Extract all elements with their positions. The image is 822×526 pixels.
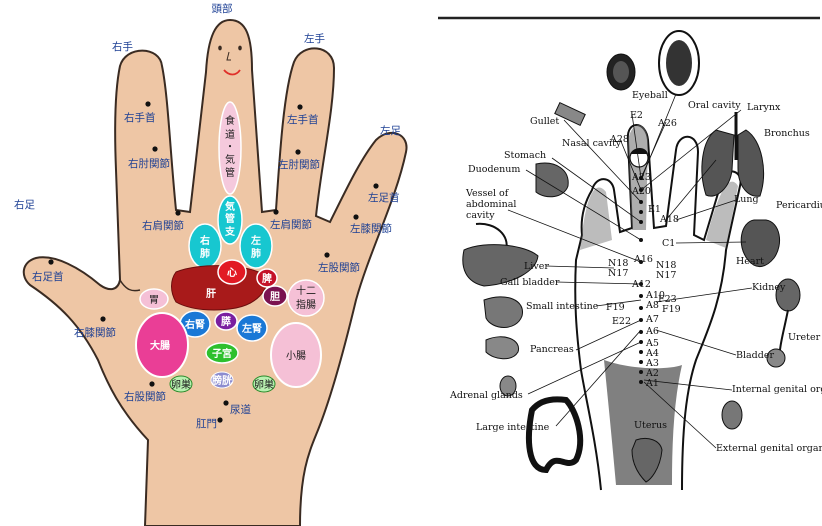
right-wrist-label: 右手首 [124,111,156,124]
internal-genital-label: Internal genital organs [732,384,822,395]
eye-icon [238,46,242,51]
svg-text:胆: 胆 [270,291,280,303]
svg-text:指腸: 指腸 [296,298,316,311]
right-elbow-label: 右肘関節 [128,157,170,170]
bladder-label: Bladder [736,350,774,361]
svg-text:左: 左 [250,234,261,247]
svg-text:cavity: cavity [466,210,495,221]
internal-genital-icon [722,401,742,429]
english-hand-reflexology-diagram: Eyeball Oral cavity Larynx Bronchus Lung… [436,0,822,526]
hand-illustration: 頭部 右手 左手 右足 左足 右手首 左手首 右肘関節 左肘関節 右肩関節 左肩… [0,0,420,526]
left-elbow-label: 左肘関節 [278,158,320,171]
gall-bladder-label: Gall bladder [500,277,560,288]
small-intestine-label: Small intestine [526,301,599,312]
lung-label: Lung [734,194,759,205]
svg-text:支: 支 [224,225,236,238]
svg-text:管: 管 [225,212,235,225]
code-a1: A1 [645,378,659,389]
gullet-label: Gullet [530,116,559,127]
svg-text:子宮: 子宮 [212,347,232,360]
svg-text:気: 気 [225,153,235,166]
left-shoulder-label: 左肩関節 [270,218,312,231]
urethra-label: 尿道 [230,403,251,416]
left-hip-label: 左股関節 [318,261,360,274]
code-a18: A18 [659,214,679,225]
right-shoulder-label: 右肩関節 [142,219,184,232]
svg-text:脾: 脾 [262,272,272,285]
svg-text:膀胱: 膀胱 [211,374,232,387]
left-ankle-label: 左足首 [368,191,400,204]
left-foot-label: 左足 [380,124,401,137]
right-knee-label: 右膝関節 [74,326,116,339]
anus-label: 肛門 [196,418,217,430]
svg-text:気: 気 [224,200,235,213]
right-ankle-label: 右足首 [32,270,64,283]
svg-text:道: 道 [225,128,235,141]
oral-cavity-label: Oral cavity [688,100,741,111]
head-label: 頭部 [212,2,233,15]
svg-text:胃: 胃 [149,294,159,306]
ureter-label: Ureter [788,332,821,343]
large-intestine-icon [529,399,580,470]
large-intestine-label: Large intestine [476,422,550,433]
right-foot-label: 右足 [14,198,35,211]
bronchus-label: Bronchus [764,128,810,139]
japanese-hand-reflexology-diagram: 頭部 右手 左手 右足 左足 右手首 左手首 右肘関節 左肘関節 右肩関節 左肩… [0,0,420,526]
gullet-icon [555,103,585,126]
svg-text:食: 食 [225,114,235,127]
right-hand-label: 右手 [112,40,133,53]
code-a6: A6 [645,326,659,337]
left-knee-label: 左膝関節 [350,222,392,235]
code-a20: A20 [631,186,651,197]
svg-text:大腸: 大腸 [150,339,170,352]
external-genital-label: External genital organs [716,443,822,454]
code-c1: C1 [662,238,675,249]
pancreas-label: Pancreas [530,344,574,355]
code-n17-right: N17 [656,270,676,281]
svg-text:肝: 肝 [206,288,216,300]
vessel-label: Vessel of [465,188,510,199]
code-f19-right: F19 [662,304,681,315]
svg-text:十二: 十二 [296,284,316,297]
svg-text:卵巣: 卵巣 [254,378,274,391]
svg-text:肺: 肺 [200,247,210,260]
svg-text:右: 右 [199,234,210,247]
duodenum-label: Duodenum [468,164,520,175]
stomach-icon [536,163,568,197]
hand-anatomy-illustration: Eyeball Oral cavity Larynx Bronchus Lung… [436,0,822,526]
svg-text:膵: 膵 [221,315,231,328]
eye-icon [218,46,222,51]
svg-text:小腸: 小腸 [286,350,306,362]
code-a26: A26 [657,118,677,129]
svg-text:abdominal: abdominal [466,199,516,210]
kidney-label: Kidney [752,282,786,293]
heart-label: Heart [736,256,764,267]
svg-text:管: 管 [225,166,235,179]
adrenal-label: Adrenal glands [449,390,523,401]
eyeball-label: Eyeball [632,90,668,101]
svg-text:・: ・ [225,142,235,153]
uterus-label: Uterus [634,420,667,431]
left-hand-label: 左手 [304,32,325,45]
code-a16: A16 [633,254,653,265]
svg-text:左腎: 左腎 [241,322,262,335]
left-wrist-label: 左手首 [287,113,319,126]
stomach-label: Stomach [504,150,546,161]
larynx-label: Larynx [747,102,781,113]
code-e22: E22 [612,316,631,327]
right-hip-label: 右股関節 [124,390,166,403]
code-a12: A12 [631,279,651,290]
svg-text:卵巣: 卵巣 [171,378,191,391]
svg-text:右腎: 右腎 [184,318,205,331]
pericardium-label: Pericardium [776,200,822,211]
pancreas-icon [486,337,519,359]
code-a7: A7 [645,314,659,325]
liver-label: Liver [524,261,549,272]
svg-text:心: 心 [227,267,237,279]
code-a28: A28 [609,134,629,145]
svg-text:肺: 肺 [251,247,261,260]
code-n17-left: N17 [608,268,628,279]
small-intestine-icon [484,297,523,328]
